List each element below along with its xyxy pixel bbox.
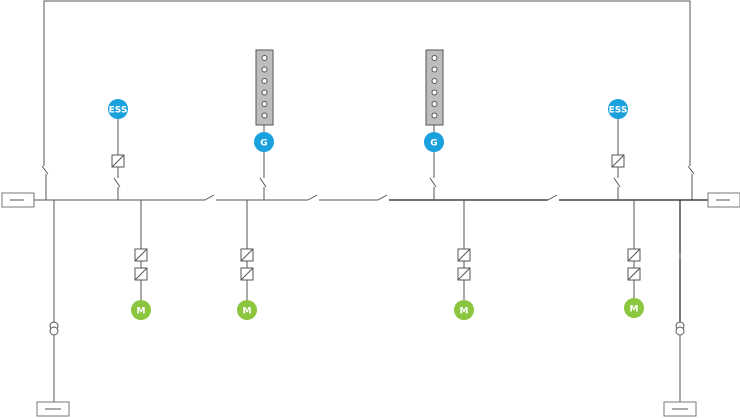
motor-label: M [460,307,469,317]
ess-feeder-left: ESS [108,99,128,200]
top-loop-line [43,0,691,166]
generator-label: G [260,139,267,149]
main-bus [34,194,708,201]
ess-icon [108,99,128,119]
ess-label: ESS [109,106,128,116]
transformer-icon [49,321,59,336]
motor-icon [237,300,257,320]
generator-icon [424,132,444,152]
motor-label: M [630,305,639,315]
generator-label: G [430,139,437,149]
motor-icon [131,300,151,320]
motor-icon [624,298,644,318]
generator-set-1: G [254,49,274,200]
motor-feeder-2: M [237,200,257,320]
motor-label: M [137,307,146,317]
generator-icon [254,132,274,152]
breaker-icon [613,177,621,188]
motor-feeder-3: M [454,200,474,320]
breaker-icon [259,177,267,188]
ess-icon [608,99,628,119]
breaker-icon [429,177,437,188]
ess-feeder-right: ESS [608,99,628,200]
loop-breaker-left [41,165,49,200]
generator-set-2: G [424,49,444,200]
loop-breaker-right [687,165,695,200]
motor-icon [454,300,474,320]
transformer-branch-right [663,200,697,417]
motor-feeder-4: M [624,200,644,318]
breaker-icon [113,177,121,188]
motor-label: M [243,307,252,317]
motor-feeder-1: M [131,200,151,320]
transformer-branch-left [36,200,70,417]
transformer-icon [675,321,685,336]
ess-label: ESS [609,106,628,116]
